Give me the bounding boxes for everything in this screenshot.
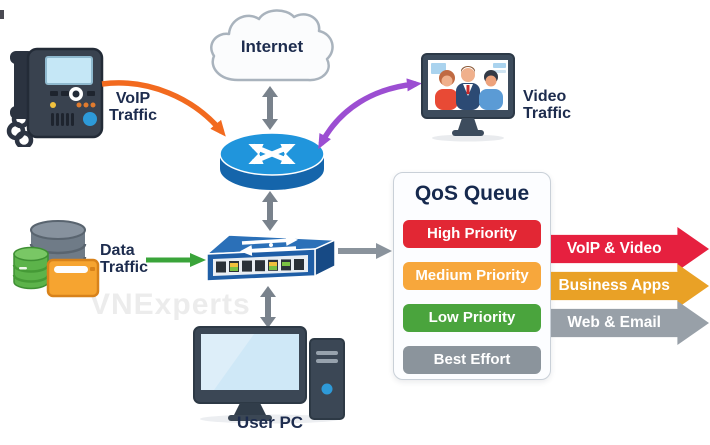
switch-icon	[204, 234, 336, 282]
data-flow-arrow	[146, 253, 206, 267]
router-icon	[219, 132, 325, 190]
voip-phone-icon	[6, 47, 104, 147]
person-man-blue	[479, 89, 503, 110]
qos-queue-title: QoS Queue	[414, 182, 530, 205]
internet-label: Internet	[240, 37, 304, 56]
desktop-pc-icon	[193, 326, 345, 424]
user-pc-label: User PC	[236, 413, 304, 432]
folder-icon	[46, 258, 100, 298]
person-man-suit	[456, 83, 480, 110]
phone-screen	[45, 56, 93, 85]
video-traffic-label: Video Traffic	[523, 88, 572, 123]
person-woman	[435, 89, 458, 110]
edge-artifact	[0, 10, 4, 19]
queue-high-priority: High Priority	[403, 220, 541, 248]
queue-low-priority: Low Priority	[403, 304, 541, 332]
green-database-icon	[12, 246, 50, 290]
switch-to-queue-arrow	[338, 243, 392, 259]
switch-pc-link-arrow	[260, 286, 276, 328]
voip-traffic-label: VoIP Traffic	[108, 90, 157, 125]
output-arrow-web-email: Web & Email	[551, 301, 709, 345]
internet-cloud-icon	[210, 9, 334, 82]
output-arrow-label: VoIP & Video	[566, 240, 662, 257]
queue-medium-priority: Medium Priority	[403, 262, 541, 290]
output-arrow-label: Web & Email	[567, 314, 661, 331]
output-arrow-business-apps: Business Apps	[551, 264, 709, 308]
output-arrow-voip-video: VoIP & Video	[551, 227, 709, 271]
data-sources-icon	[12, 220, 100, 298]
cloud-router-link-arrow	[262, 86, 278, 130]
video-conference-monitor-icon	[421, 53, 515, 142]
queue-best-effort: Best Effort	[403, 346, 541, 374]
router-switch-link-arrow	[262, 191, 278, 231]
output-arrow-label: Business Apps	[558, 277, 670, 294]
video-flow-arrow	[318, 78, 422, 150]
qos-queue-panel: QoS Queue High Priority Medium Priority …	[393, 172, 551, 380]
data-traffic-label: Data Traffic	[100, 242, 149, 277]
watermark: VNExperts	[90, 288, 251, 321]
voip-flow-arrow	[101, 80, 226, 137]
